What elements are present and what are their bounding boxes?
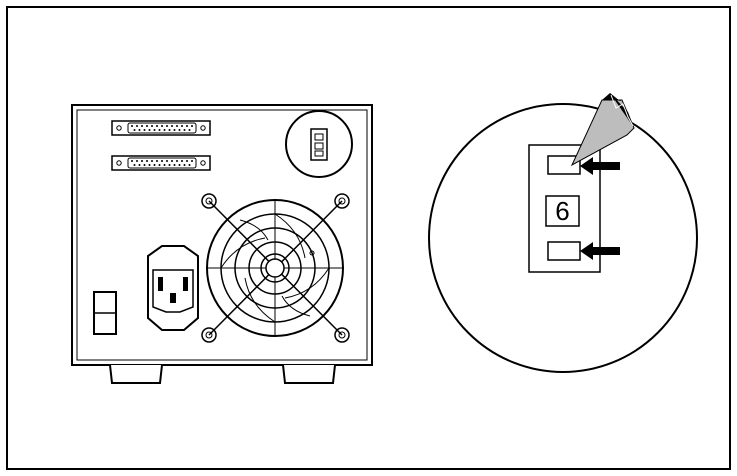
connector-pin bbox=[153, 164, 156, 166]
connector-pin bbox=[158, 164, 161, 166]
connector-pin bbox=[183, 129, 186, 131]
connector-pin bbox=[148, 164, 151, 166]
connector-pin bbox=[181, 160, 183, 162]
connector-pin bbox=[186, 160, 188, 162]
connector-pin bbox=[176, 160, 178, 162]
connector-pin bbox=[141, 160, 143, 162]
connector-pin bbox=[143, 164, 146, 166]
db25-connector-bottom bbox=[111, 155, 211, 171]
connector-pin bbox=[171, 160, 173, 162]
connector-pin bbox=[151, 160, 153, 162]
connector-pin bbox=[131, 160, 133, 162]
connector-pin bbox=[178, 164, 181, 166]
connector-pin bbox=[191, 160, 193, 162]
connector-pin bbox=[136, 160, 138, 162]
power-switch bbox=[93, 291, 117, 335]
connector-pin bbox=[156, 125, 158, 127]
ac-power-inlet bbox=[147, 245, 199, 331]
connector-pin bbox=[188, 129, 191, 131]
connector-pin bbox=[188, 164, 191, 166]
lower-selector-slot bbox=[547, 241, 581, 261]
connector-pin bbox=[178, 129, 181, 131]
connector-pin bbox=[163, 129, 166, 131]
connector-pin bbox=[148, 129, 151, 131]
connector-pin bbox=[156, 160, 158, 162]
cooling-fan bbox=[201, 193, 350, 343]
connector-pin bbox=[163, 164, 166, 166]
connector-pin bbox=[176, 125, 178, 127]
right-foot bbox=[282, 364, 336, 384]
connector-pin bbox=[161, 160, 163, 162]
connector-pin bbox=[158, 129, 161, 131]
magnified-selector-view: 6 bbox=[428, 93, 698, 373]
connector-pin bbox=[138, 129, 141, 131]
connector-pin bbox=[166, 125, 168, 127]
selector-detail-circle bbox=[285, 110, 353, 178]
connector-pin bbox=[173, 129, 176, 131]
connector-pin bbox=[131, 125, 133, 127]
left-foot bbox=[109, 364, 163, 384]
connector-pin bbox=[146, 125, 148, 127]
connector-pin bbox=[146, 160, 148, 162]
connector-pin bbox=[153, 129, 156, 131]
connector-pin bbox=[183, 164, 186, 166]
connector-pin bbox=[191, 125, 193, 127]
voltage-digit-window bbox=[545, 195, 580, 227]
connector-pin bbox=[161, 125, 163, 127]
connector-pin bbox=[151, 125, 153, 127]
connector-pin bbox=[133, 164, 136, 166]
pointer-tool bbox=[570, 93, 635, 167]
db25-connector-top bbox=[111, 120, 211, 136]
voltage-digit-label: 6 bbox=[555, 196, 569, 226]
unit-feet bbox=[109, 364, 336, 384]
connector-pin bbox=[133, 129, 136, 131]
upper-selector-slot bbox=[547, 155, 581, 175]
connector-pin bbox=[166, 160, 168, 162]
connector-pin bbox=[168, 164, 171, 166]
connector-pin bbox=[136, 125, 138, 127]
connector-pin bbox=[143, 129, 146, 131]
connector-pin bbox=[181, 125, 183, 127]
lower-arrow bbox=[580, 242, 620, 260]
connector-pin bbox=[138, 164, 141, 166]
figure-border bbox=[6, 6, 731, 470]
connector-pin bbox=[168, 129, 171, 131]
connector-pin bbox=[171, 125, 173, 127]
connector-pin bbox=[173, 164, 176, 166]
upper-arrow bbox=[580, 157, 620, 175]
connector-pin bbox=[186, 125, 188, 127]
connector-pin bbox=[141, 125, 143, 127]
